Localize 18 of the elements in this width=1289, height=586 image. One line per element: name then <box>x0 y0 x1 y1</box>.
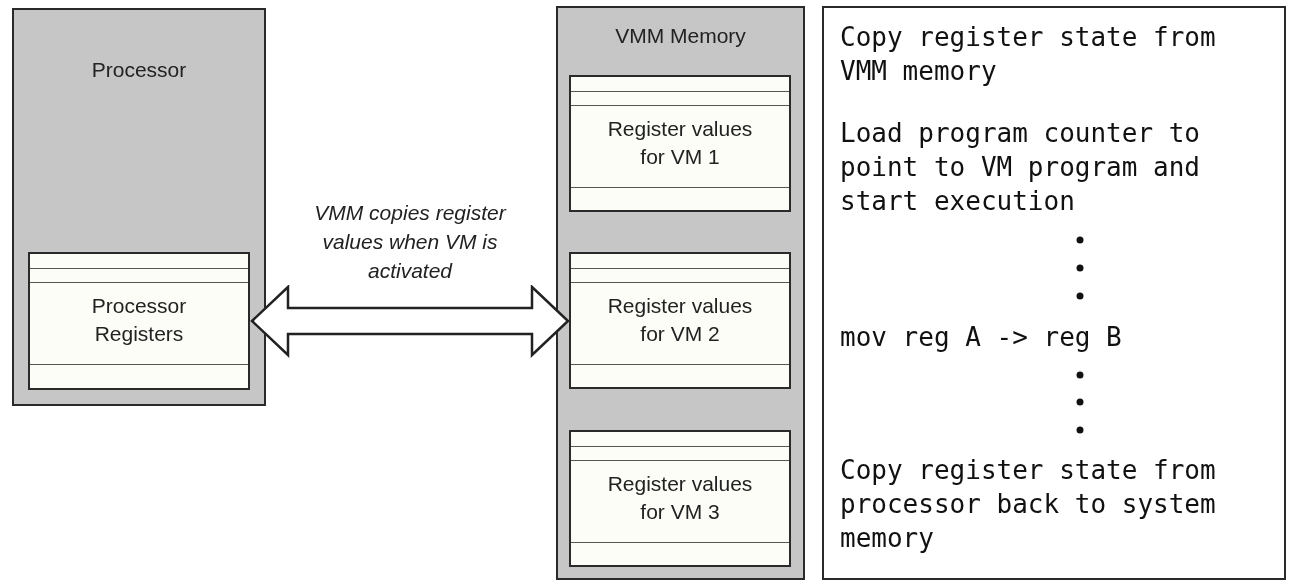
code-panel <box>822 6 1286 580</box>
memory-box <box>556 6 805 580</box>
code-text: Load program counter to point to VM program and start execution <box>840 117 1202 218</box>
processor-box <box>12 8 266 406</box>
register-box <box>569 430 791 567</box>
double-block-arrow <box>250 284 570 358</box>
register-label: Register values for VM 2 <box>606 293 754 347</box>
register-label: Register values for VM 1 <box>606 116 754 170</box>
code-text: Copy register state from processor back to system memory <box>840 454 1217 555</box>
code-text: Copy register state from VMM memory <box>840 21 1217 88</box>
code-text: mov reg A -> reg B <box>840 321 1123 354</box>
register-box <box>569 252 791 389</box>
heading-label: VMM Memory <box>614 23 747 49</box>
heading-label: Processor <box>90 57 188 83</box>
register-label: Register values for VM 3 <box>606 471 754 525</box>
register-box <box>28 252 250 390</box>
register-box <box>569 75 791 212</box>
register-label: Processor Registers <box>90 293 188 347</box>
